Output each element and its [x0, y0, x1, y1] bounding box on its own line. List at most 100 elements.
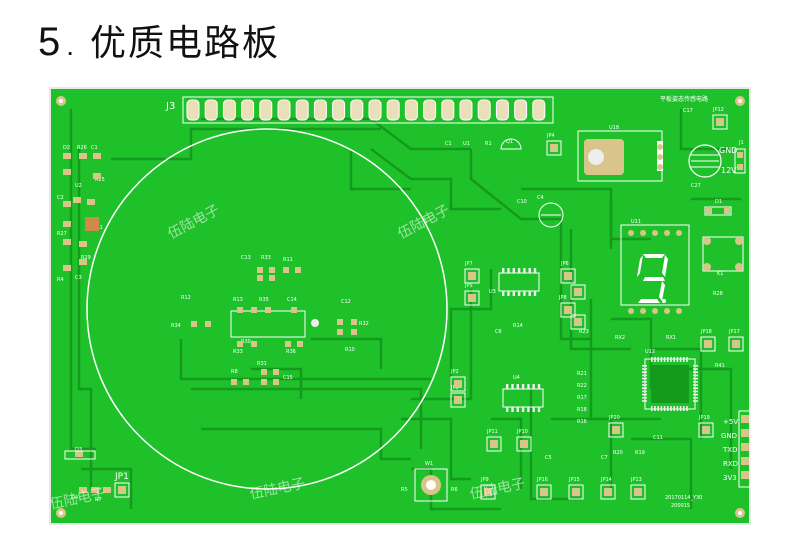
j3-pin [259, 99, 273, 121]
c14-label: C14 [287, 297, 297, 303]
jp15-label: JP15 [568, 477, 580, 483]
r23-label: R23 [579, 329, 589, 335]
r19-label: R19 [635, 450, 645, 456]
date-code-2: 20001S [671, 503, 690, 509]
watermark-4: 伍陆电子 [469, 476, 527, 503]
l1-label: L1 [97, 225, 103, 231]
c4-label: C4 [537, 195, 544, 201]
j3-pin [222, 99, 236, 121]
mounting-holes [56, 96, 745, 518]
j3-pin [204, 99, 218, 121]
c15-label: C15 [283, 375, 293, 381]
sensor-outline-circle [86, 128, 448, 490]
jp10-label: JP10 [516, 429, 528, 435]
jp17-label: JP17 [728, 329, 740, 335]
u18-label: U18 [609, 125, 619, 131]
c13-label: C13 [241, 255, 251, 261]
j3-pin [532, 99, 546, 121]
c12-label: C12 [341, 299, 351, 305]
j1-label: J1 [738, 140, 744, 146]
watermark-5: 伍陆电子 [51, 486, 107, 513]
jp20-label: JP20 [608, 415, 620, 421]
u4-label: U4 [513, 375, 520, 381]
j3-pin [350, 99, 364, 121]
u1-label: U1 [463, 141, 470, 147]
jp7-label: JP7 [464, 261, 473, 267]
j3-pin [332, 99, 346, 121]
jp5-label: JP5 [464, 283, 473, 289]
jp8-label: JP8 [558, 295, 567, 301]
r33-label: R33 [233, 349, 243, 355]
r12-label: R12 [181, 295, 191, 301]
c11-label: C11 [653, 435, 663, 441]
gnd2-label: GND [721, 432, 737, 440]
rx2-label: RX2 [615, 335, 625, 341]
jp1-label: JP1 [114, 472, 129, 482]
seven-segment-digit [637, 254, 668, 303]
r17-label: R17 [577, 395, 587, 401]
j3-pin [368, 99, 382, 121]
pcb-photo: J3 平板姿态传感电路 U18 GND 12V C27 J1 U11 K1 D1 [49, 87, 752, 525]
j3-label: J3 [165, 101, 175, 112]
d1-label: D1 [715, 199, 722, 205]
jp4-label: JP4 [546, 133, 555, 139]
central-sensor-outline [230, 310, 306, 338]
date-code-1: 20170114_Y30 [665, 495, 702, 501]
u3-chip [498, 272, 540, 292]
jp16-label: JP16 [536, 477, 548, 483]
j3-pin [313, 99, 327, 121]
r10-label: R10 [345, 347, 355, 353]
r27-label: R27 [57, 231, 67, 237]
jp9-label: JP9 [480, 477, 489, 483]
jp14-label: JP14 [600, 477, 612, 483]
r41-label: R41 [715, 363, 725, 369]
watermark-1: 伍陆电子 [165, 202, 222, 242]
jp12-label: JP12 [712, 107, 724, 113]
jp18-label: JP18 [700, 329, 712, 335]
traces [69, 109, 741, 511]
r33b-label: R33 [261, 255, 271, 261]
jp11-label: JP11 [486, 429, 498, 435]
page-title: 5.优质电路板 [38, 14, 280, 66]
c3-label: C3 [75, 275, 82, 281]
r28-label: R28 [713, 291, 723, 297]
rxd-label: RXD [723, 460, 738, 468]
c10-label: C10 [517, 199, 527, 205]
j3-pin [241, 99, 255, 121]
r18-label: R18 [577, 407, 587, 413]
u2-label: U2 [75, 183, 82, 189]
gnd-label: GND [719, 146, 737, 155]
c2-label: C2 [57, 195, 64, 201]
r7-label: R7 [95, 497, 102, 503]
r14-label: R14 [513, 323, 523, 329]
r30-label: R30 [241, 339, 251, 345]
k1-outline [702, 236, 744, 272]
j3-header [182, 96, 554, 124]
r35-label: R35 [259, 297, 269, 303]
q1-label: Q1 [506, 139, 513, 145]
r32-label: R32 [359, 321, 369, 327]
r31-label: R31 [257, 361, 267, 367]
r11-label: R11 [283, 257, 293, 263]
r5-label: R5 [401, 487, 408, 493]
r16-label: R16 [577, 419, 587, 425]
c5-label: C5 [545, 455, 552, 461]
u11-label: U11 [631, 219, 641, 225]
k1-label: K1 [717, 271, 723, 277]
r34-label: R34 [171, 323, 181, 329]
j3-pin [514, 99, 528, 121]
corner-label: 平板姿态传感电路 [660, 95, 708, 103]
r20-label: R20 [613, 450, 623, 456]
jp6-label: JP6 [560, 261, 569, 267]
12v-label: 12V [721, 166, 737, 175]
j3-pin [423, 99, 437, 121]
c17-label: C17 [683, 108, 693, 114]
c7-label: C7 [601, 455, 608, 461]
j3-pin [277, 99, 291, 121]
rx1-label: RX1 [666, 335, 676, 341]
txd-label: TXD [722, 446, 737, 454]
j3-pin [459, 99, 473, 121]
u12-outline [644, 358, 696, 410]
heading-number: 5 [38, 20, 63, 64]
r13-label: R13 [233, 297, 243, 303]
